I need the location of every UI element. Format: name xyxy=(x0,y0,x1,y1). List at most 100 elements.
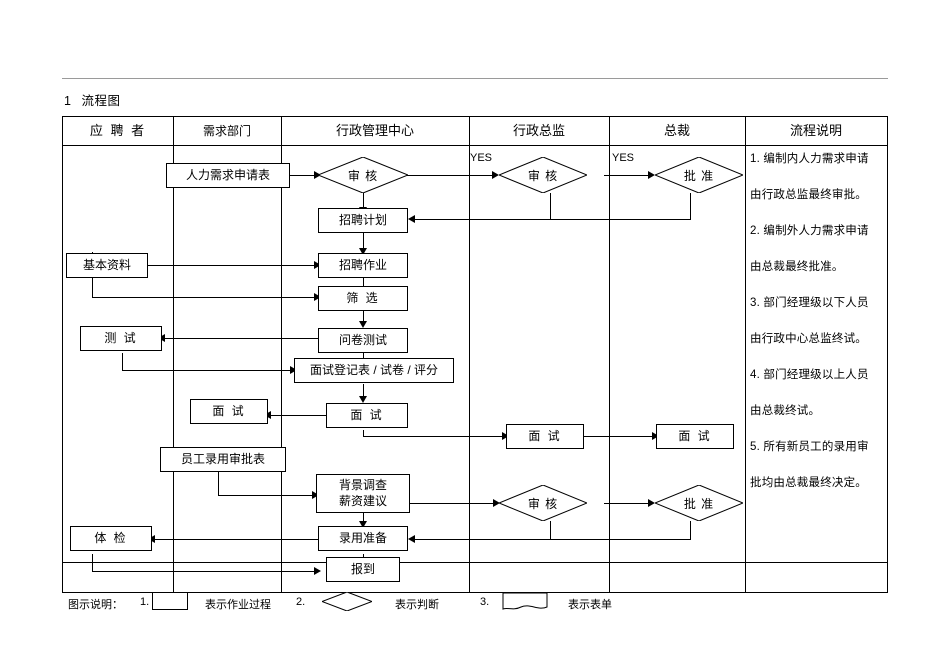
description-line-4: 由总裁最终批准。 xyxy=(750,261,844,273)
connector-screening-to-questionnaire xyxy=(363,310,364,326)
node-review-3-label: 审 核 xyxy=(527,496,559,511)
connector-review2-to-approve1 xyxy=(604,175,652,176)
column-divider-2 xyxy=(281,117,282,592)
node-background-salary[interactable]: 背景调查 薪资建议 xyxy=(316,474,410,513)
node-review-1-label: 审 核 xyxy=(347,168,379,183)
node-approve-2[interactable]: 批 准 xyxy=(655,485,743,521)
node-interview-admin[interactable]: 面 试 xyxy=(326,403,408,428)
description-line-7: 4. 部门经理级以上人员 xyxy=(750,369,869,381)
connector-review2-down xyxy=(550,193,551,219)
connector-approvalform-to-background xyxy=(218,495,316,496)
column-header-president: 总裁 xyxy=(663,123,690,138)
node-test[interactable]: 测 试 xyxy=(80,326,162,351)
node-questionnaire[interactable]: 问卷测试 xyxy=(318,328,408,353)
column-divider-3 xyxy=(469,117,470,592)
connector-approvalform-down xyxy=(218,472,219,495)
description-line-8: 由总裁终试。 xyxy=(750,405,821,417)
legend-item-3-text: 表示表单 xyxy=(568,599,612,611)
connector-review3-down xyxy=(550,521,551,539)
arrowhead-review2-to-approve1 xyxy=(648,171,655,179)
arrowhead-basicinfo-to-work xyxy=(314,261,321,269)
connector-hire-to-report xyxy=(363,554,364,557)
arrowhead-form-to-interview-admin xyxy=(359,396,367,403)
legend-item-2-number: 2. xyxy=(296,596,306,608)
connector-background-to-hire xyxy=(363,513,364,526)
flowchart-table: 应 聘 者 需求部门 行政管理中心 行政总监 总裁 流程说明 xyxy=(62,116,888,593)
section-title-text: 流程图 xyxy=(81,94,121,108)
description-line-6: 由行政中心总监终试。 xyxy=(750,333,867,345)
connector-questionnaire-down xyxy=(363,353,364,358)
connector-review1-to-review2 xyxy=(400,175,496,176)
node-background-line2: 薪资建议 xyxy=(338,493,387,508)
node-review-1[interactable]: 审 核 xyxy=(318,157,408,193)
arrowhead-review1-to-review2 xyxy=(492,171,499,179)
node-interview-president[interactable]: 面 试 xyxy=(656,424,734,449)
arrowhead-approvalform-to-background xyxy=(312,491,319,499)
connector-interview-admin-to-director xyxy=(363,436,506,437)
connector-review1-down xyxy=(363,193,364,213)
legend-decision-shape xyxy=(320,591,374,616)
node-review-2[interactable]: 审 核 xyxy=(499,157,587,193)
column-header-description: 流程说明 xyxy=(789,123,842,138)
node-approve-1-label: 批 准 xyxy=(683,168,715,183)
arrowhead-approve2-to-hire xyxy=(408,535,415,543)
node-recruit-work[interactable]: 招聘作业 xyxy=(318,253,408,278)
header-rule xyxy=(62,78,888,79)
legend-item-1-number: 1. xyxy=(140,596,150,608)
node-hire-prepare[interactable]: 录用准备 xyxy=(318,526,408,551)
connector-approve1-left xyxy=(412,219,691,220)
node-screening[interactable]: 筛 选 xyxy=(318,286,408,311)
arrowhead-review3-to-approve2 xyxy=(648,499,655,507)
arrowhead-plan-to-work xyxy=(359,248,367,255)
connector-hire-to-exam xyxy=(152,539,322,540)
node-recruit-plan[interactable]: 招聘计划 xyxy=(318,208,408,233)
node-report-duty[interactable]: 报到 xyxy=(326,557,400,582)
column-header-demand-dept: 需求部门 xyxy=(202,124,251,138)
connector-plan-to-work xyxy=(363,233,364,254)
node-employee-approval-form[interactable]: 员工录用审批表 xyxy=(160,447,286,472)
legend-item-1-text: 表示作业过程 xyxy=(205,599,271,611)
arrowhead-exam-to-report xyxy=(314,567,321,575)
connector-basicinfo-to-screening xyxy=(92,297,318,298)
column-header-applicant: 应 聘 者 xyxy=(89,123,147,138)
description-line-3: 2. 编制外人力需求申请 xyxy=(750,225,869,237)
node-interview-dept[interactable]: 面 试 xyxy=(190,399,268,424)
connector-exam-to-report xyxy=(92,571,318,572)
connector-form-to-interview-admin xyxy=(363,384,364,400)
column-header-admin-center: 行政管理中心 xyxy=(335,123,414,138)
node-interview-director[interactable]: 面 试 xyxy=(506,424,584,449)
connector-approve2-to-hire xyxy=(412,539,691,540)
node-review-3[interactable]: 审 核 xyxy=(499,485,587,521)
legend-title: 图示说明： xyxy=(68,599,123,611)
legend-item-3-number: 3. xyxy=(480,596,490,608)
node-basic-info[interactable]: 基本资料 xyxy=(66,253,148,278)
connector-background-to-review3 xyxy=(409,503,497,504)
arrowhead-review2-left xyxy=(408,215,415,223)
node-interview-form[interactable]: 面试登记表 / 试卷 / 评分 xyxy=(294,358,454,383)
header-divider xyxy=(63,145,887,146)
page-title: 1 流程图 xyxy=(64,90,120,109)
section-number: 1 xyxy=(64,94,72,108)
node-approve-1[interactable]: 批 准 xyxy=(655,157,743,193)
connector-interview-admin-down xyxy=(363,430,364,436)
node-physical-exam[interactable]: 体 检 xyxy=(70,526,152,551)
legend-form-shape xyxy=(502,590,548,617)
connector-approve1-down xyxy=(690,193,691,219)
arrowhead-screening-to-questionnaire xyxy=(359,321,367,328)
arrowhead-background-to-hire xyxy=(359,521,367,528)
yes-label-1: YES xyxy=(470,152,493,164)
description-line-5: 3. 部门经理级以下人员 xyxy=(750,297,869,309)
description-line-10: 批均由总裁最终决定。 xyxy=(750,477,867,489)
yes-label-2: YES xyxy=(612,152,635,164)
legend-item-2-text: 表示判断 xyxy=(395,599,439,611)
column-divider-4 xyxy=(609,117,610,592)
connector-questionnaire-to-test xyxy=(162,338,332,339)
description-line-2: 由行政总监最终审批。 xyxy=(750,189,867,201)
connector-interview-admin-to-dept xyxy=(268,415,326,416)
node-hr-request-form[interactable]: 人力需求申请表 xyxy=(166,163,290,188)
legend-process-shape xyxy=(152,592,188,610)
description-line-1: 1. 编制内人力需求申请 xyxy=(750,153,869,165)
arrowhead-test-to-interviewform xyxy=(290,366,297,374)
legend-divider xyxy=(63,562,887,563)
